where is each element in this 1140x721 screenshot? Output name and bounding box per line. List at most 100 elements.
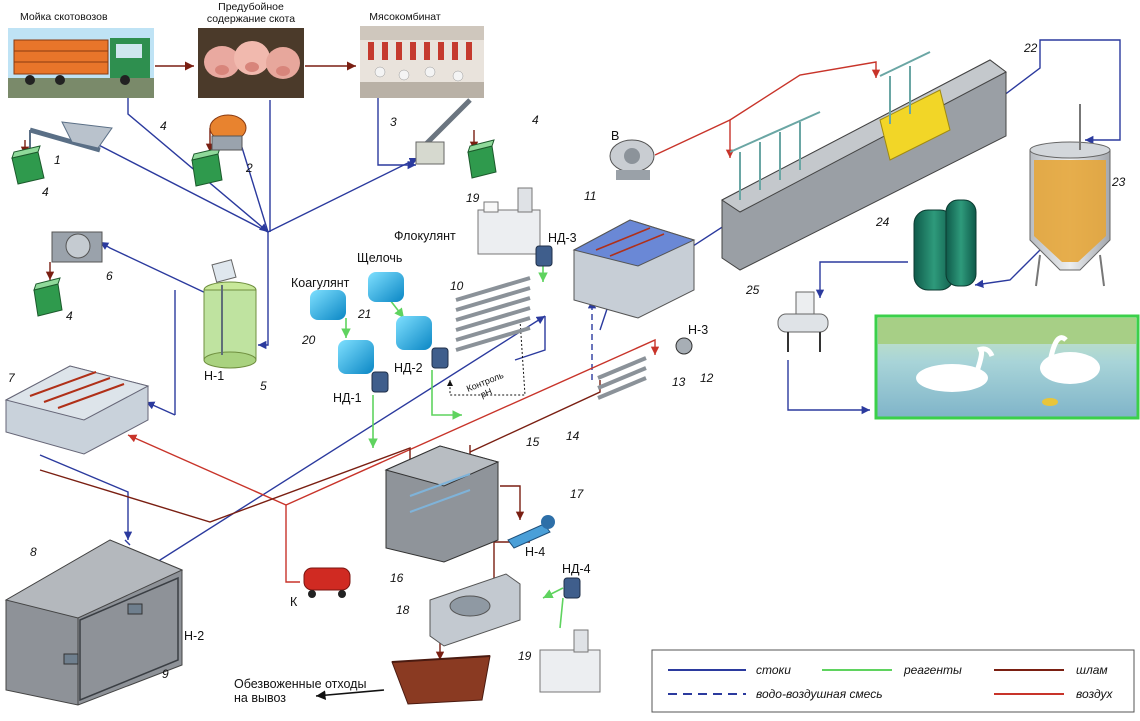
photo-label-pre-slaughter-1: Предубойное [218, 1, 284, 13]
pump-12 [675, 337, 693, 355]
output-arrow [315, 689, 385, 700]
sludge-press-6 [51, 231, 103, 263]
label-flocculant: Флокулянт [394, 229, 456, 243]
pressure-filters-24 [913, 199, 977, 291]
num-4c: 4 [532, 113, 539, 127]
tag-nd3: НД-3 [548, 231, 577, 245]
dosing-pump-nd2 [431, 347, 449, 369]
wastewater-lines [39, 39, 1121, 635]
saturator-13-14 [597, 356, 647, 400]
dosing-station-19-top [477, 187, 541, 255]
bioreactor-22 [721, 51, 1007, 271]
screw-conveyor-3 [415, 98, 472, 165]
num-16: 16 [390, 571, 404, 585]
separator-2 [209, 114, 247, 151]
output-label-2: на вывоз [234, 691, 286, 705]
screw-dewaterer-18 [429, 573, 521, 647]
reagent-tank-alkali [368, 272, 432, 350]
num-20: 20 [301, 333, 316, 347]
pump-station-5 [203, 259, 257, 369]
tag-compressor: К [290, 595, 298, 609]
waste-skip [391, 655, 491, 705]
num-5: 5 [260, 379, 267, 393]
label-coagulant: Коагулянт [291, 276, 350, 290]
num-7: 7 [8, 371, 16, 385]
sludge-thickener-15 [384, 445, 500, 563]
tag-nd2: НД-2 [394, 361, 423, 375]
num-1: 1 [54, 153, 61, 167]
sludge-silo-23 [1029, 104, 1111, 287]
num-14: 14 [566, 429, 580, 443]
compressor-k [303, 567, 351, 598]
equipment-numbers: 1 2 3 4 4 4 4 5 6 7 8 9 10 11 12 13 14 1… [8, 41, 1126, 681]
num-18: 18 [396, 603, 410, 617]
dosing-station-19-bottom [539, 629, 601, 693]
photo-label-meat-plant: Мясокомбинат [369, 11, 441, 23]
num-23: 23 [1111, 175, 1126, 189]
num-4a: 4 [42, 185, 49, 199]
tag-blower: В [611, 129, 619, 143]
grease-trap-7 [4, 365, 150, 455]
num-4d: 4 [66, 309, 73, 323]
photo-truck-wash [8, 28, 154, 98]
tube-flocculator-10 [455, 276, 531, 352]
num-2: 2 [245, 161, 253, 175]
tag-n1: Н-1 [204, 369, 224, 383]
num-11: 11 [584, 189, 596, 203]
num-19b: 19 [518, 649, 532, 663]
ph-control-line [447, 319, 526, 396]
num-13: 13 [672, 375, 686, 389]
legend-label-reagents: реагенты [903, 663, 962, 677]
legend: стоки реагенты шлам водо-воздушная смесь… [651, 649, 1135, 713]
num-10: 10 [450, 279, 464, 293]
waste-bin-3 [467, 139, 497, 179]
legend-label-sludge: шлам [1076, 663, 1108, 677]
waste-bin-1 [11, 145, 45, 185]
photo-pre-slaughter [198, 28, 304, 98]
num-21: 21 [357, 307, 371, 321]
num-8: 8 [30, 545, 37, 559]
legend-label-air: воздух [1076, 687, 1113, 701]
pump-9a [127, 603, 143, 615]
tag-n4: Н-4 [525, 545, 545, 559]
num-25: 25 [745, 283, 760, 297]
reagent-tank-coagulant [310, 290, 374, 374]
num-6: 6 [106, 269, 113, 283]
photo-label-pre-slaughter-2: содержание скота [207, 13, 295, 25]
num-19a: 19 [466, 191, 480, 205]
num-24: 24 [875, 215, 890, 229]
tag-nd1: НД-1 [333, 391, 362, 405]
num-15: 15 [526, 435, 540, 449]
uv-disinfection-25 [777, 291, 829, 352]
dosing-pump-nd1 [371, 371, 389, 393]
reagent-lines [341, 265, 564, 629]
num-22: 22 [1023, 41, 1038, 55]
tag-n3: Н-3 [688, 323, 708, 337]
num-9: 9 [162, 667, 169, 681]
air-lines [127, 61, 881, 583]
tag-n2: Н-2 [184, 629, 204, 643]
num-3: 3 [390, 115, 397, 129]
equalization-tank-8 [4, 539, 184, 706]
dosing-pump-nd4 [563, 577, 581, 599]
label-alkali: Щелочь [357, 251, 402, 265]
flotation-unit-11 [572, 219, 696, 319]
dosing-pump-nd3 [535, 245, 553, 267]
discharge-lake-photo [874, 314, 1140, 420]
num-17: 17 [570, 487, 585, 501]
tag-nd4: НД-4 [562, 562, 591, 576]
legend-label-water-air: водо-воздушная смесь [756, 687, 883, 701]
output-label-1: Обезвоженные отходы [234, 677, 366, 691]
blower-v [609, 139, 655, 180]
waste-bin-4 [33, 277, 63, 317]
screw-pump-17 [507, 515, 555, 549]
legend-label-wastewater: стоки [756, 663, 791, 677]
screw-conveyor-1 [29, 121, 113, 153]
pump-9b [63, 653, 79, 665]
photo-label-truck-wash: Мойка скотовозов [20, 11, 108, 23]
num-12: 12 [700, 371, 714, 385]
ph-control-label-2: pH [479, 386, 493, 400]
num-4b: 4 [160, 119, 167, 133]
